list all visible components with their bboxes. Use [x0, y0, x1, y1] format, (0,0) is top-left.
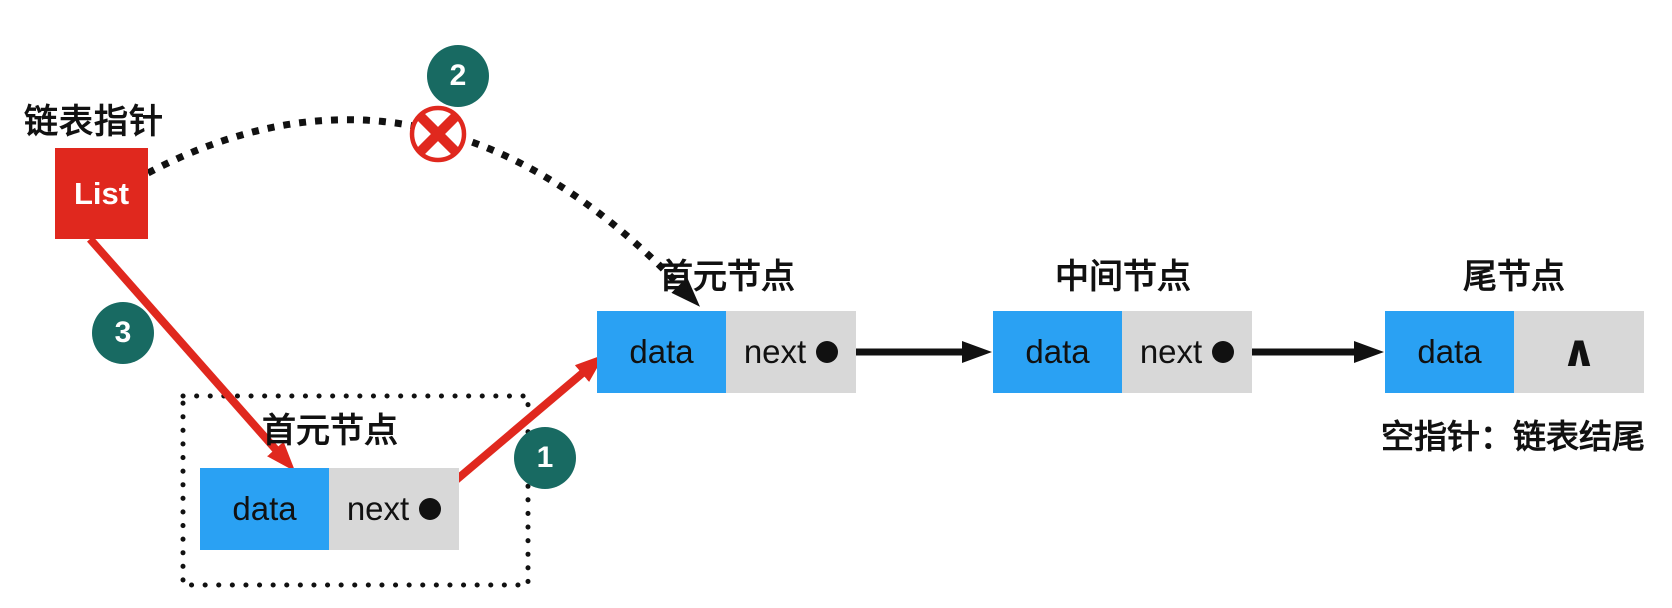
list-pointer-title: 链表指针: [24, 103, 164, 141]
node2-pointer-dot: [1212, 341, 1235, 363]
step3-arrow: [87, 236, 296, 472]
node2: data next: [993, 311, 1252, 393]
new-node-data-cell: data: [200, 468, 329, 550]
node1-pointer-dot: [816, 341, 839, 363]
node2-next-label: next: [1139, 333, 1203, 370]
crossed-out-icon: [409, 105, 467, 163]
node2-label: 中间节点: [1055, 258, 1191, 296]
node3-next-cell: ∧: [1514, 311, 1644, 393]
new-node-pointer-dot: [419, 498, 442, 520]
new-node-dotted-box: [180, 393, 531, 588]
node1-label: 首元节点: [659, 258, 795, 296]
node3-label: 尾节点: [1463, 258, 1565, 296]
node3-null-pointer-glyph: ∧: [1561, 327, 1597, 376]
new-first-node: data next: [200, 468, 459, 550]
node2-data-cell: data: [993, 311, 1122, 393]
step-badge-1: 1: [514, 427, 576, 489]
node1-next-label: next: [743, 333, 807, 370]
node2-next-cell: next: [1122, 311, 1252, 393]
node1-next-cell: next: [726, 311, 856, 393]
step-badge-3: 3: [92, 302, 154, 364]
node3-data-cell: data: [1385, 311, 1514, 393]
null-pointer-footnote: 空指针：链表结尾: [1381, 418, 1645, 455]
new-node-next-label: next: [346, 490, 410, 527]
node3: data ∧: [1385, 311, 1644, 393]
new-node-label: 首元节点: [262, 412, 398, 450]
new-node-next-cell: next: [329, 468, 459, 550]
node1: data next: [597, 311, 856, 393]
step-badge-2: 2: [427, 45, 489, 107]
list-pointer-box: List: [55, 148, 148, 239]
old-pointer-dotted-arc: [146, 116, 700, 307]
node1-data-cell: data: [597, 311, 726, 393]
